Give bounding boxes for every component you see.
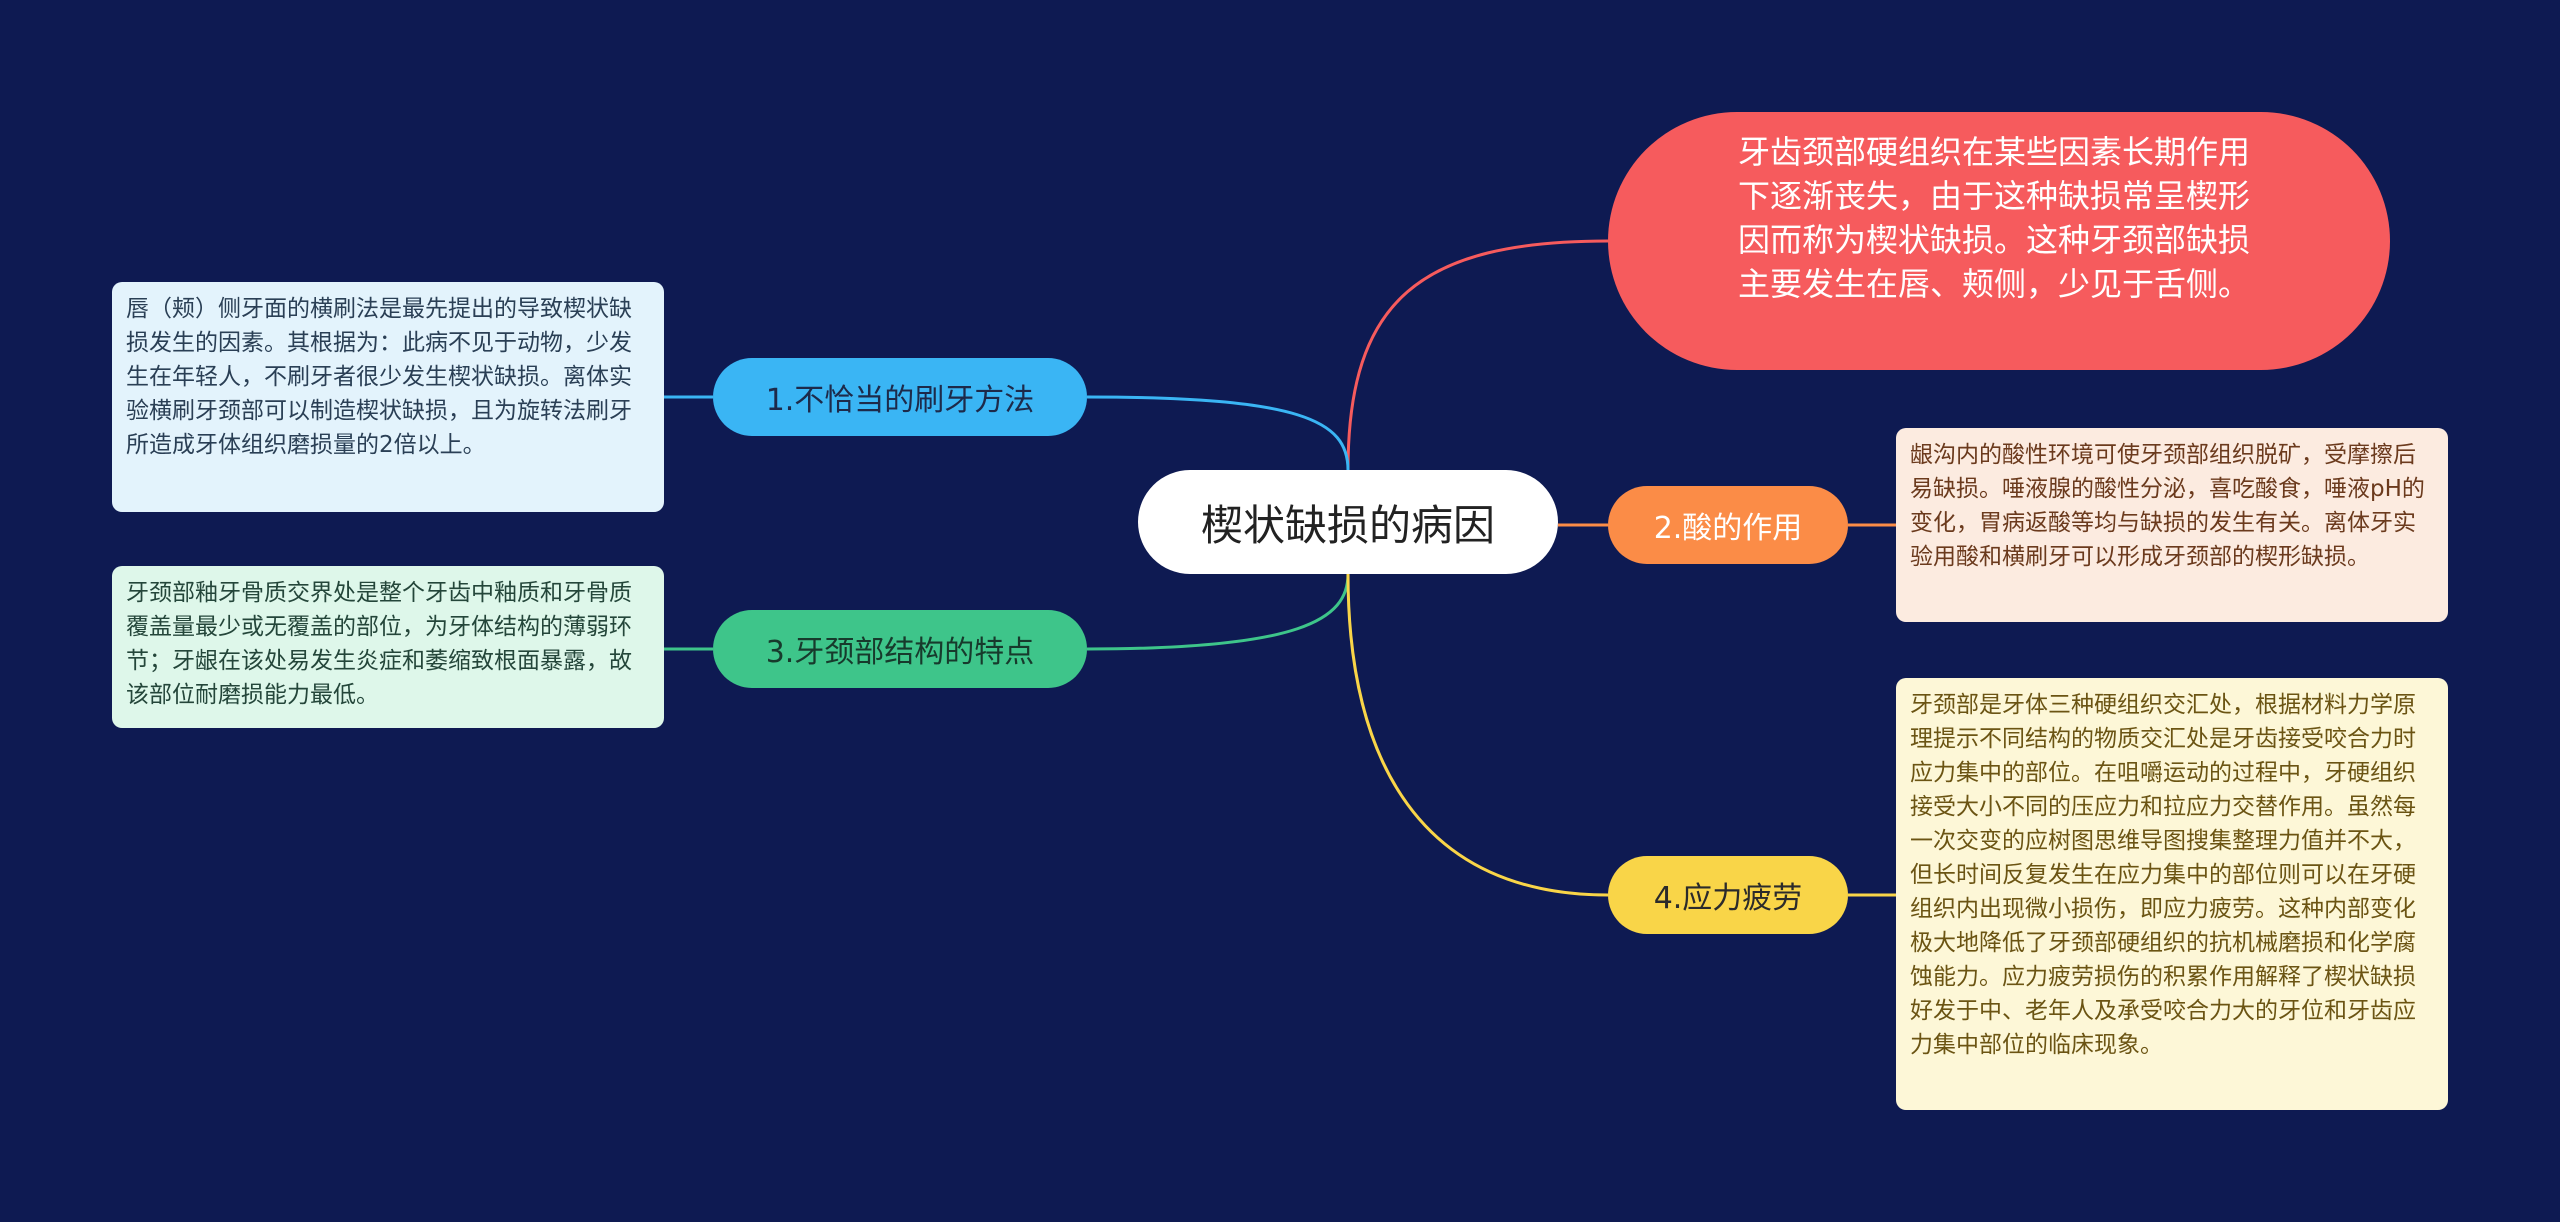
- link-center-b4: [1346, 573, 1609, 897]
- branch-acid[interactable]: 2.酸的作用: [1608, 486, 1848, 564]
- detail-structure[interactable]: 牙颈部釉牙骨质交界处是整个牙齿中釉质和牙骨质覆盖量最少或无覆盖的部位，为牙体结构…: [112, 566, 664, 728]
- definition-node[interactable]: 牙齿颈部硬组织在某些因素长期作用下逐渐丧失，由于这种缺损常呈楔形因而称为楔状缺损…: [1608, 112, 2390, 370]
- branch-brushing[interactable]: 1.不恰当的刷牙方法: [713, 358, 1087, 436]
- central-topic[interactable]: 楔状缺损的病因: [1138, 470, 1558, 574]
- branch-structure[interactable]: 3.牙颈部结构的特点: [713, 610, 1087, 688]
- central-topic-label: 楔状缺损的病因: [1200, 500, 1495, 550]
- branch-structure-label: 3.牙颈部结构的特点: [765, 635, 1035, 670]
- branch-stress[interactable]: 4.应力疲劳: [1608, 856, 1848, 934]
- definition-text: 牙齿颈部硬组织在某些因素长期作用下逐渐丧失，由于这种缺损常呈楔形因而称为楔状缺损…: [1738, 133, 2251, 303]
- branch-acid-label: 2.酸的作用: [1653, 511, 1803, 546]
- branch-stress-label: 4.应力疲劳: [1653, 881, 1803, 916]
- detail-brushing-text: 唇（颊）侧牙面的横刷法是最先提出的导致楔状缺损发生的因素。其根据为：此病不见于动…: [126, 296, 632, 458]
- link-center-top: [1346, 239, 1609, 471]
- link-center-b1: [1086, 395, 1350, 471]
- detail-stress[interactable]: 牙颈部是牙体三种硬组织交汇处，根据材料力学原理提示不同结构的物质交汇处是牙齿接受…: [1896, 678, 2448, 1110]
- link-center-b3: [1086, 573, 1350, 651]
- detail-acid[interactable]: 龈沟内的酸性环境可使牙颈部组织脱矿，受摩擦后易缺损。唾液腺的酸性分泌，喜吃酸食，…: [1896, 428, 2448, 622]
- detail-brushing[interactable]: 唇（颊）侧牙面的横刷法是最先提出的导致楔状缺损发生的因素。其根据为：此病不见于动…: [112, 282, 664, 512]
- detail-acid-text: 龈沟内的酸性环境可使牙颈部组织脱矿，受摩擦后易缺损。唾液腺的酸性分泌，喜吃酸食，…: [1910, 442, 2425, 570]
- detail-structure-text: 牙颈部釉牙骨质交界处是整个牙齿中釉质和牙骨质覆盖量最少或无覆盖的部位，为牙体结构…: [126, 580, 632, 708]
- branch-brushing-label: 1.不恰当的刷牙方法: [765, 383, 1035, 418]
- detail-stress-text: 牙颈部是牙体三种硬组织交汇处，根据材料力学原理提示不同结构的物质交汇处是牙齿接受…: [1910, 692, 2416, 1058]
